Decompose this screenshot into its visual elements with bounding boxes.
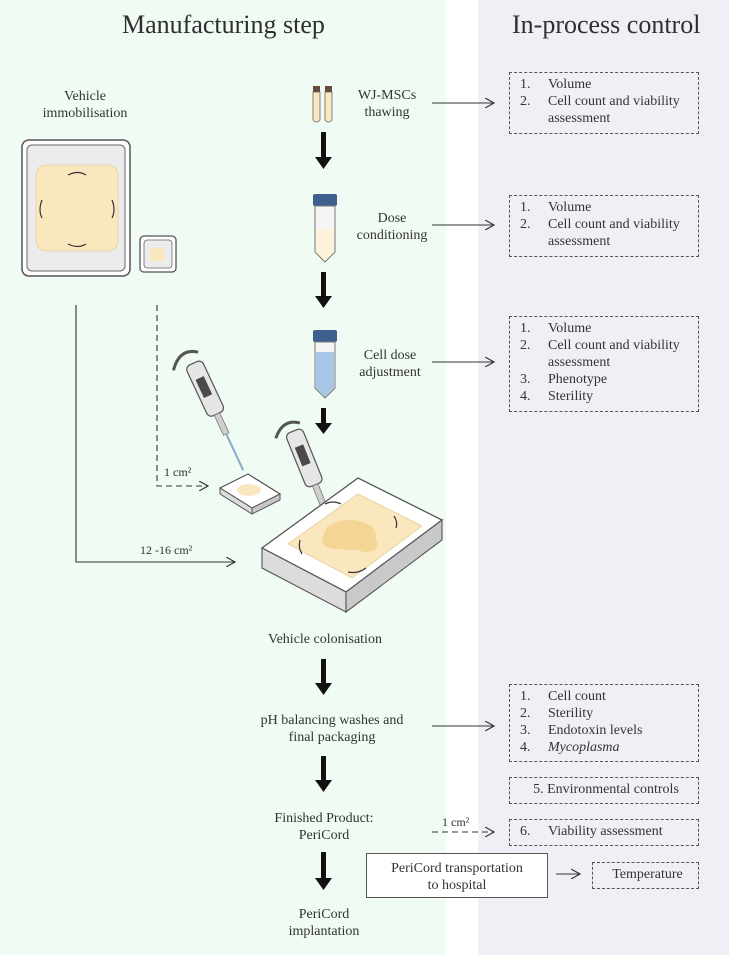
- control-item: 2.Cell count and viability assessment: [520, 338, 680, 370]
- cryovials-icon: [312, 86, 333, 123]
- control-item: 3.Phenotype: [520, 372, 608, 387]
- control-box-environmental: 5. Environmental controls: [509, 777, 699, 804]
- control-item: 3.Endotoxin levels: [520, 723, 643, 738]
- control-box-viability: 6.Viability assessment: [509, 819, 699, 846]
- control-item: 2.Cell count and viability assessment: [520, 94, 680, 126]
- control-box-dose-conditioning: 1.Volume 2.Cell count and viability asse…: [509, 195, 699, 257]
- control-box-cell-dose-adjustment: 1.Volume 2.Cell count and viability asse…: [509, 316, 699, 412]
- in-process-control-heading: In-process control: [512, 10, 701, 39]
- control-box-thawing: 1.Volume 2.Cell count and viability asse…: [509, 72, 699, 134]
- small-tray-icon: [139, 235, 177, 273]
- step-vehicle-colonisation-label: Vehicle colonisation: [268, 632, 382, 647]
- large-scaffold-tray-icon: [260, 477, 444, 614]
- manufacturing-step-heading: Manufacturing step: [122, 10, 325, 39]
- control-item: 1.Volume: [520, 77, 592, 92]
- control-item: 1.Cell count: [520, 689, 606, 704]
- step-finished-product-label: Finished Product:PeriCord: [274, 811, 374, 843]
- large-area-connector: [75, 305, 235, 562]
- control-box-ph-washes: 1.Cell count 2.Sterility 3.Endotoxin lev…: [509, 684, 699, 762]
- control-item: 4.Mycoplasma: [520, 740, 620, 755]
- control-item: 4.Sterility: [520, 389, 594, 404]
- conical-tube-icon: [313, 194, 337, 263]
- flow-arrows: [315, 132, 332, 890]
- large-tray-icon: [21, 139, 131, 277]
- control-item: 1.Volume: [520, 321, 592, 336]
- control-item: 2.Sterility: [520, 706, 594, 721]
- control-item: 1.Volume: [520, 200, 592, 215]
- small-area-label: 1 cm²: [164, 465, 192, 479]
- in-process-control-panel: [478, 0, 729, 955]
- control-item: 2.Cell count and viability assessment: [520, 217, 680, 249]
- small-area-connector: [156, 305, 208, 486]
- control-item: 6.Viability assessment: [520, 824, 663, 839]
- finished-sample-area-label: 1 cm²: [442, 815, 470, 829]
- large-area-label: 12 -16 cm²: [140, 543, 193, 557]
- control-box-temperature: Temperature: [592, 862, 699, 889]
- control-arrows: [432, 103, 580, 874]
- conical-tube-blue-icon: [313, 330, 337, 399]
- pipette-left-icon: [171, 350, 245, 471]
- small-scaffold-icon: [218, 473, 282, 515]
